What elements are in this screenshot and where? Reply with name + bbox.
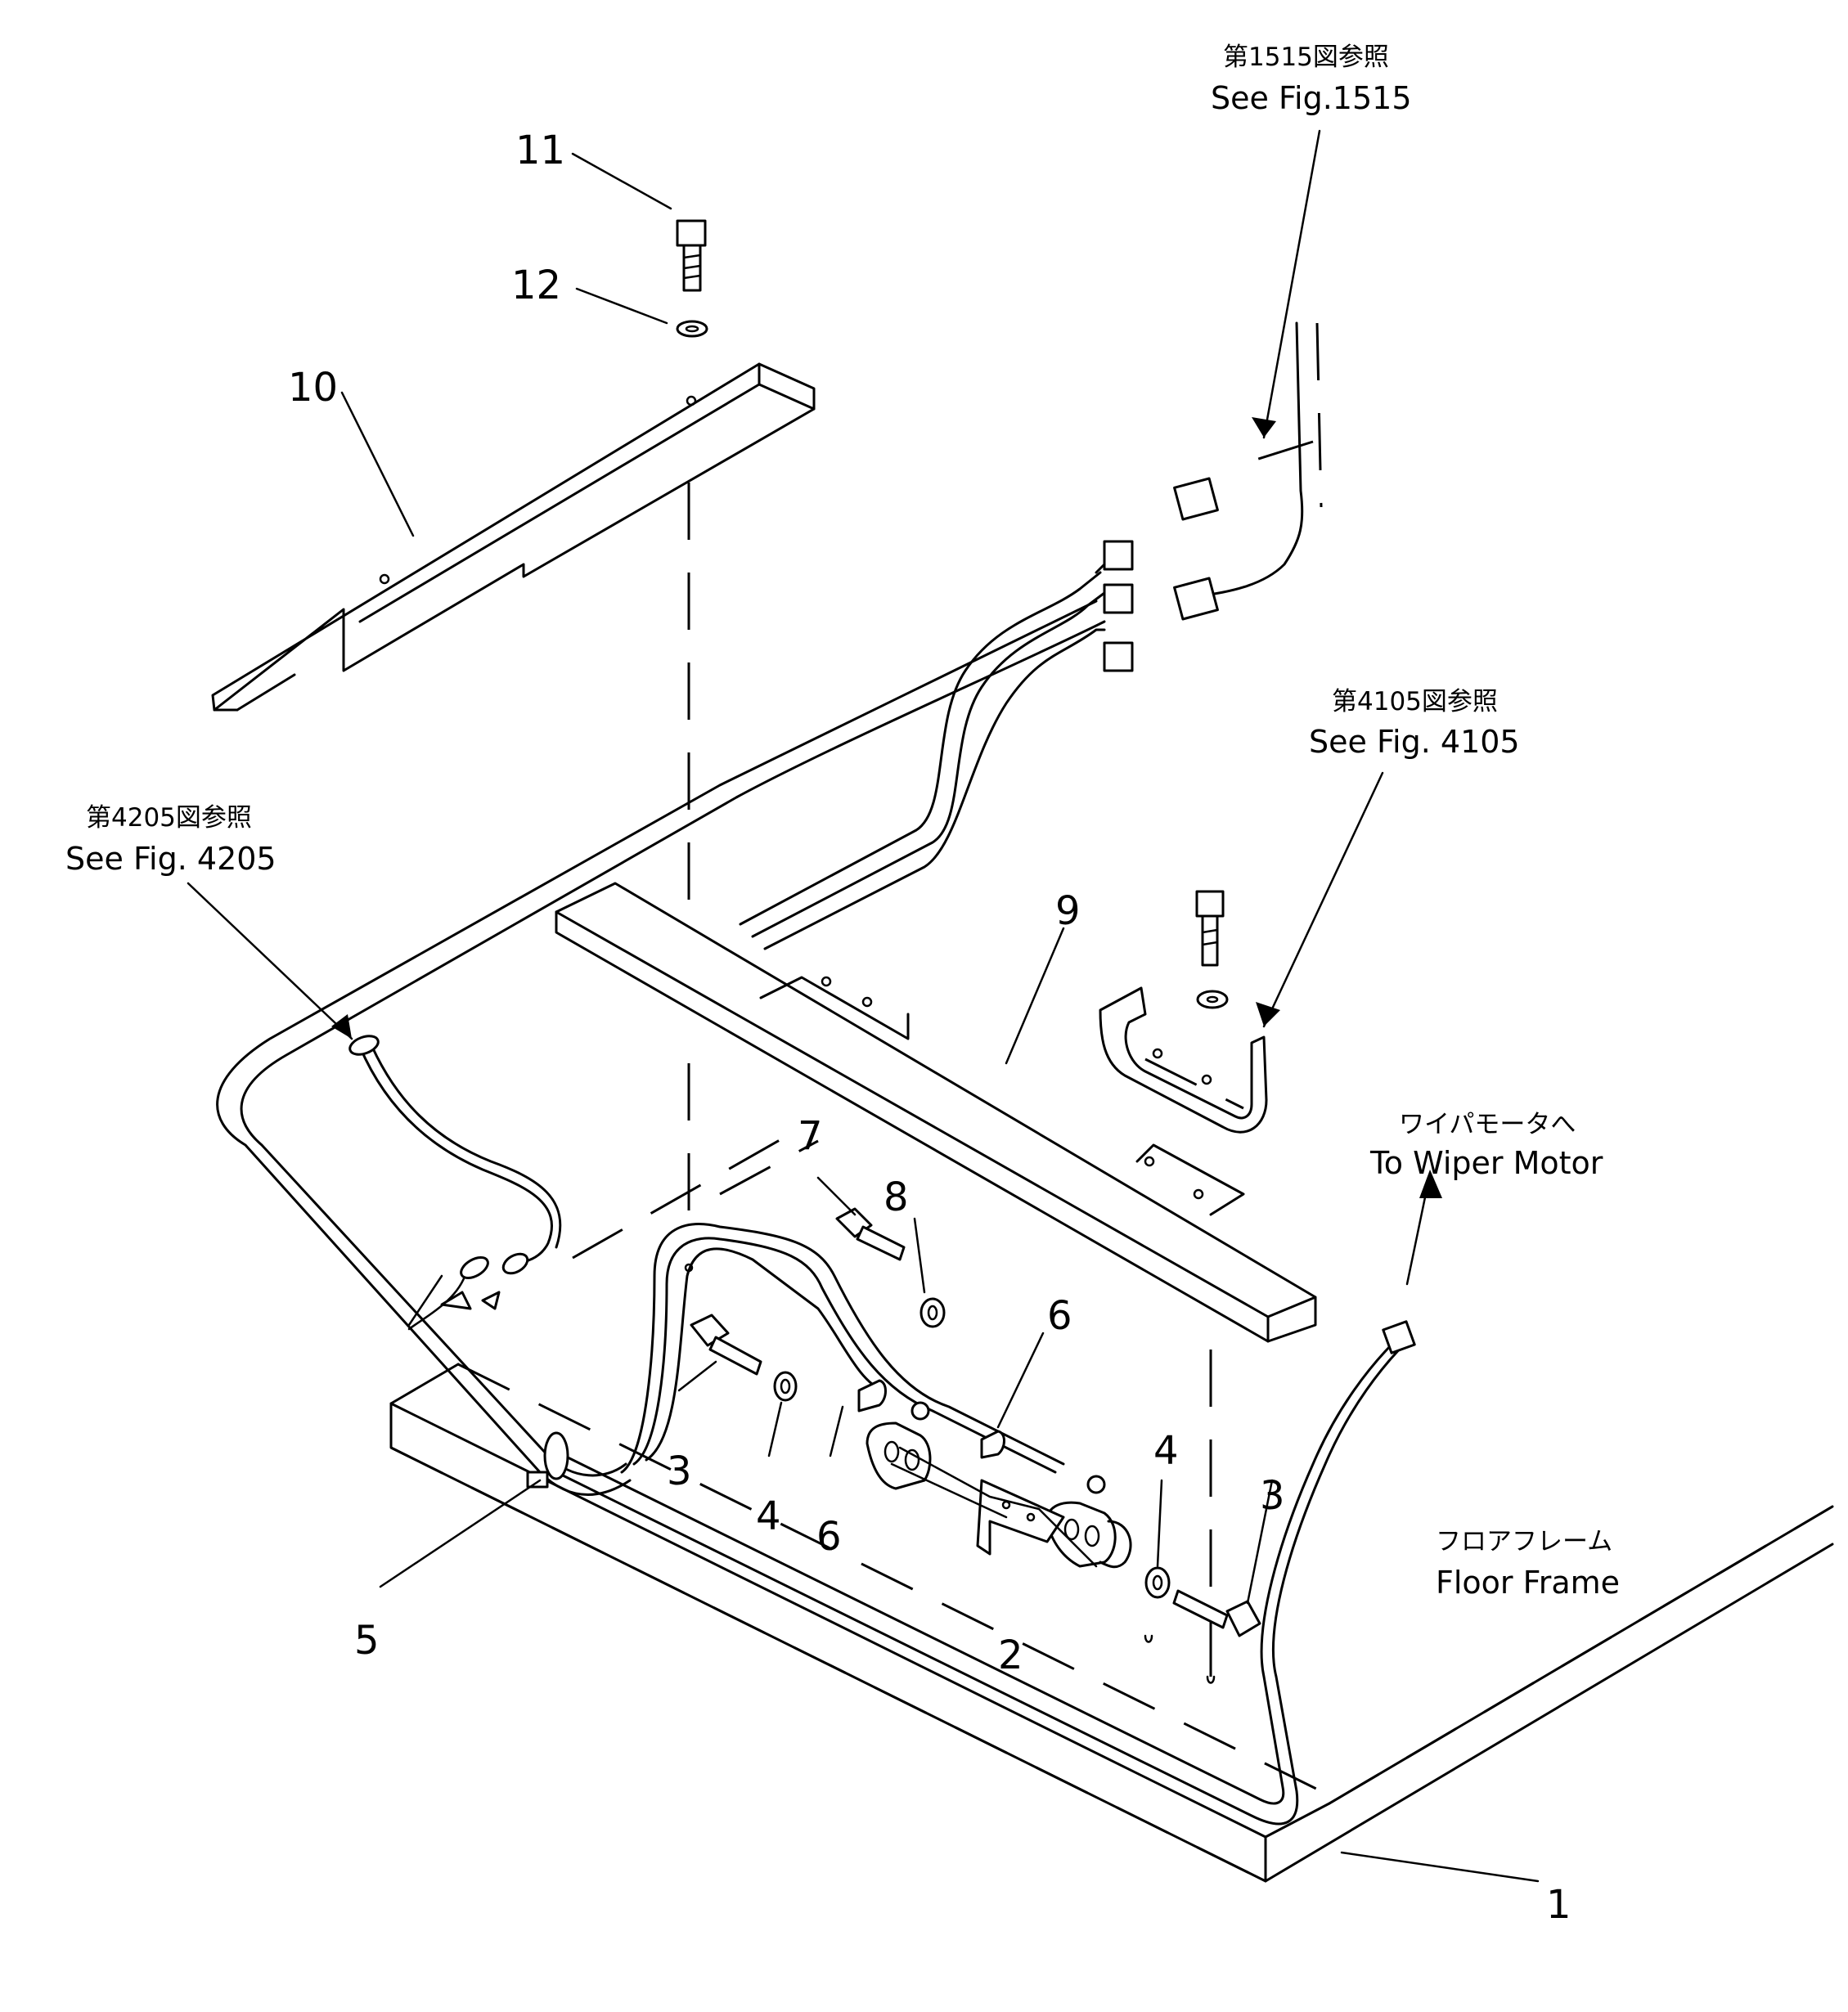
part-number-1: 1 <box>1546 1882 1571 1928</box>
part-number-3-left: 3 <box>667 1448 692 1494</box>
bolt-3-right <box>1172 1589 1261 1637</box>
part-number-8: 8 <box>884 1174 909 1220</box>
ref-4105-jp: 第4105図参照 <box>1332 687 1498 716</box>
part-number-4-right: 4 <box>1153 1428 1179 1474</box>
mount-holes <box>1144 1634 1216 1684</box>
bracket-4105 <box>1099 890 1268 1134</box>
part-number-6-right: 6 <box>1047 1293 1072 1339</box>
harness-connectors <box>1095 540 1134 672</box>
ref-4205-en: See Fig. 4205 <box>65 841 277 877</box>
part-2-units <box>866 1401 1132 1569</box>
washer-4-right <box>1144 1566 1171 1599</box>
wiring-harness <box>216 571 1416 1826</box>
bolt-11 <box>676 219 707 292</box>
leader-lines <box>187 129 1540 1883</box>
part-10-cover <box>211 362 816 1273</box>
washer-4-left <box>773 1371 798 1402</box>
ref-1515-jp: 第1515図参照 <box>1223 43 1389 72</box>
part-number-11: 11 <box>515 128 565 173</box>
connectors-1515 <box>1173 321 1323 621</box>
part-number-7: 7 <box>798 1113 823 1159</box>
clip-6-left <box>857 1379 887 1412</box>
washer-12 <box>676 320 708 338</box>
part-number-12: 12 <box>511 263 561 308</box>
clip-5 <box>526 1431 569 1489</box>
part-number-3-right: 3 <box>1260 1473 1285 1519</box>
part-number-5: 5 <box>354 1618 380 1664</box>
clip-6-right <box>980 1430 1005 1459</box>
ref-1515-en: See Fig.1515 <box>1211 80 1412 116</box>
ref-floor-jp: フロアフレーム <box>1436 1527 1612 1556</box>
part-number-10: 10 <box>288 365 338 411</box>
ref-wiper-en: To Wiper Motor <box>1369 1145 1603 1181</box>
ref-wiper-jp: ワイパモータへ <box>1399 1110 1576 1139</box>
part-number-4-left: 4 <box>756 1493 781 1539</box>
bolt-7 <box>835 1207 906 1261</box>
bolt-3-left <box>690 1314 762 1376</box>
ref-4205-jp: 第4205図参照 <box>86 803 252 833</box>
ref-4105-en: See Fig. 4105 <box>1309 724 1520 760</box>
part-9-bar <box>555 882 1317 1693</box>
part-number-2: 2 <box>998 1633 1023 1678</box>
floor-frame-outline <box>389 1135 1834 1883</box>
part-number-6-left: 6 <box>816 1514 842 1560</box>
washer-8 <box>920 1297 946 1328</box>
part-number-9: 9 <box>1055 888 1081 934</box>
ref-floor-en: Floor Frame <box>1436 1565 1620 1601</box>
